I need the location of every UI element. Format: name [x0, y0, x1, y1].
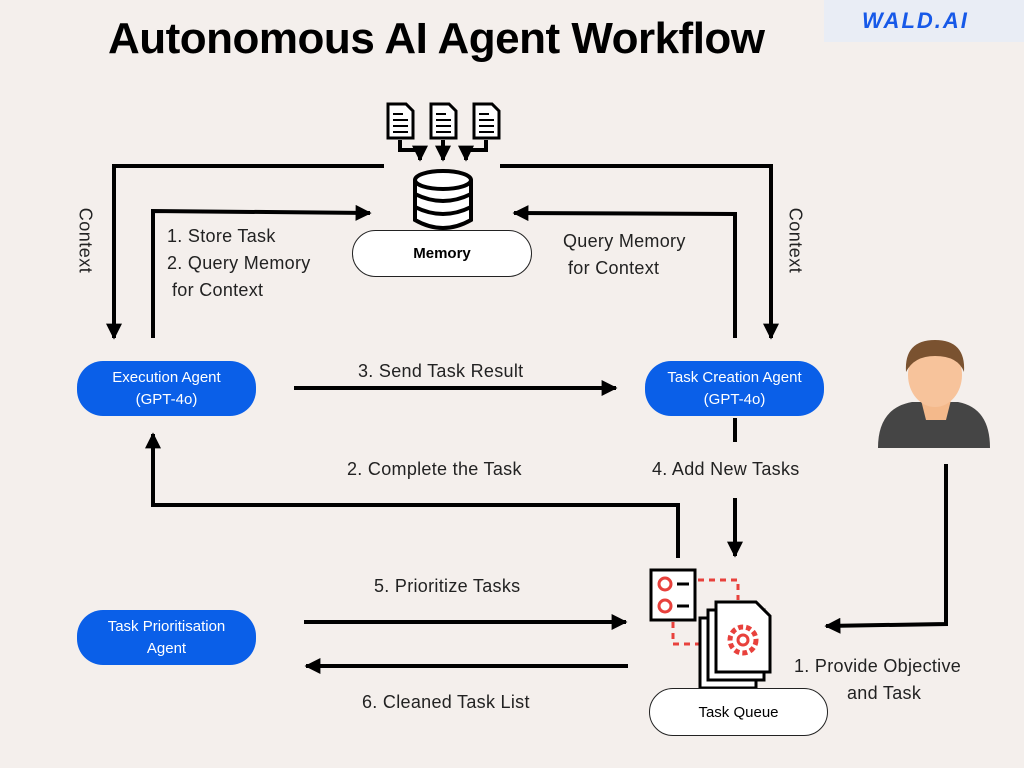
store-task-label: 1. Store Task: [167, 226, 276, 246]
brand-logo: WALD.AI: [824, 0, 1024, 42]
memory-label: Memory: [413, 245, 471, 262]
for-context-right-label: for Context: [568, 258, 660, 278]
execution-agent-model: (GPT-4o): [135, 390, 198, 408]
diagram-title: Autonomous AI Agent Workflow: [108, 14, 765, 63]
cleaned-task-list-label: 6. Cleaned Task List: [362, 692, 530, 712]
arrow-doc-1: [398, 140, 428, 162]
task-creation-agent-model: (GPT-4o): [703, 390, 766, 408]
arrow-provide-objective: [824, 464, 948, 634]
task-queue-node: Task Queue: [649, 688, 828, 736]
arrow-store-task: [151, 204, 372, 338]
memory-node: Memory: [352, 230, 532, 277]
send-task-result-label: 3. Send Task Result: [358, 361, 524, 381]
task-creation-agent-label: Task Creation Agent: [667, 368, 802, 386]
task-prioritisation-agent-label-2: Agent: [146, 639, 187, 657]
context-left-label: Context: [75, 207, 96, 274]
execution-agent-label: Execution Agent: [112, 368, 221, 386]
task-queue-label: Task Queue: [698, 703, 779, 721]
prioritize-tasks-label: 5. Prioritize Tasks: [374, 576, 521, 596]
add-new-tasks-label: 4. Add New Tasks: [652, 459, 800, 479]
logo-text: WALD.AI: [862, 8, 969, 33]
user-avatar-icon: [878, 340, 990, 448]
provide-objective-label: 1. Provide Objective: [794, 656, 962, 676]
provide-objective-label-2: and Task: [847, 683, 922, 703]
gear-document-icon: [698, 600, 772, 690]
arrow-doc-3: [458, 140, 488, 162]
checklist-icon: [649, 568, 740, 646]
arrow-complete-task: [145, 432, 680, 558]
task-creation-agent-node: Task Creation Agent (GPT-4o): [645, 361, 824, 416]
for-context-label: for Context: [172, 280, 264, 300]
task-prioritisation-agent-node: Task Prioritisation Agent: [77, 610, 256, 665]
query-memory-right-label: Query Memory: [563, 231, 686, 251]
query-memory-label: 2. Query Memory: [167, 253, 311, 273]
execution-agent-node: Execution Agent (GPT-4o): [77, 361, 256, 416]
complete-task-label: 2. Complete the Task: [347, 459, 522, 479]
task-prioritisation-agent-label: Task Prioritisation: [107, 617, 226, 635]
arrow-query-memory-right: [512, 205, 737, 338]
arrow-context-left: [106, 164, 384, 340]
database-icon: [413, 169, 473, 230]
context-right-label: Context: [785, 207, 806, 274]
arrow-context-right: [500, 164, 779, 340]
